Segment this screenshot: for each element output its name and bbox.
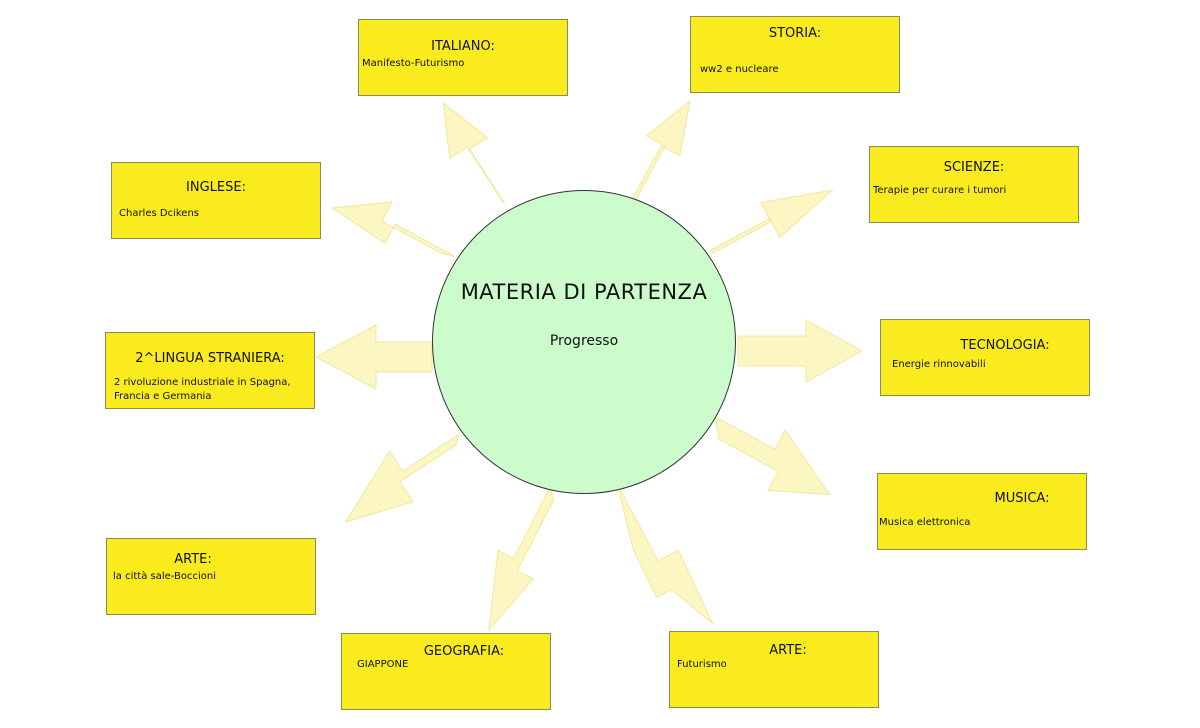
node-arte-boccioni: ARTE: la città sale-Boccioni [106,538,316,615]
arrow-to-musica [714,416,831,496]
node-arte-futurismo-text: Futurismo [677,659,727,670]
node-musica: MUSICA: Musica elettronica [877,473,1087,550]
central-topic-title: MATERIA DI PARTENZA [460,280,708,304]
arrow-to-storia [630,99,691,201]
arrow-to-arte1 [344,433,460,523]
arrow-to-tecnologia [737,319,864,383]
node-tecnologia-text: Energie rinnovabili [892,359,986,370]
node-storia: STORIA: ww2 e nucleare [690,16,900,93]
arrow-to-italiano [442,102,506,204]
node-scienze: SCIENZE: Terapie per curare i tumori [869,146,1079,223]
node-italiano-title: ITALIANO: [431,39,495,54]
arrow-to-lingua [314,324,433,390]
arrow-to-scienze [709,189,834,255]
node-arte-boccioni-title: ARTE: [174,552,212,567]
node-storia-text: ww2 e nucleare [700,64,779,75]
node-scienze-text: Terapie per curare i tumori [873,185,1007,196]
node-scienze-title: SCIENZE: [943,160,1005,175]
node-inglese: INGLESE: Charles Dcikens [111,162,321,239]
arrow-to-inglese [331,201,456,257]
node-musica-text: Musica elettronica [879,517,971,528]
node-geografia: GEOGRAFIA: GIAPPONE [341,633,551,710]
node-storia-title: STORIA: [768,26,822,41]
node-lingua-straniera-text: 2 rivoluzione industriale in Spagna, Fra… [114,377,291,402]
node-musica-title: MUSICA: [994,491,1050,506]
node-arte-futurismo-title: ARTE: [769,643,807,658]
node-italiano: ITALIANO: Manifesto-Futurismo [358,19,568,96]
node-arte-boccioni-text: la città sale-Boccioni [113,571,217,582]
central-topic: MATERIA DI PARTENZA Progresso [432,190,736,494]
node-tecnologia: TECNOLOGIA: Energie rinnovabili [880,319,1090,396]
node-lingua-straniera-title: 2^LINGUA STRANIERA: [135,351,285,366]
central-topic-subtitle: Progresso [549,333,619,349]
node-arte-futurismo: ARTE: Futurismo [669,631,879,708]
node-geografia-title: GEOGRAFIA: [423,644,505,659]
arrow-to-arte2 [616,483,714,625]
node-italiano-text: Manifesto-Futurismo [362,58,465,69]
node-tecnologia-title: TECNOLOGIA: [960,338,1050,353]
node-geografia-text: GIAPPONE [357,659,409,670]
node-inglese-title: INGLESE: [186,180,246,195]
node-lingua-straniera: 2^LINGUA STRANIERA: 2 rivoluzione indust… [105,332,315,409]
node-inglese-text: Charles Dcikens [119,208,199,219]
arrow-to-geografia [488,485,555,632]
